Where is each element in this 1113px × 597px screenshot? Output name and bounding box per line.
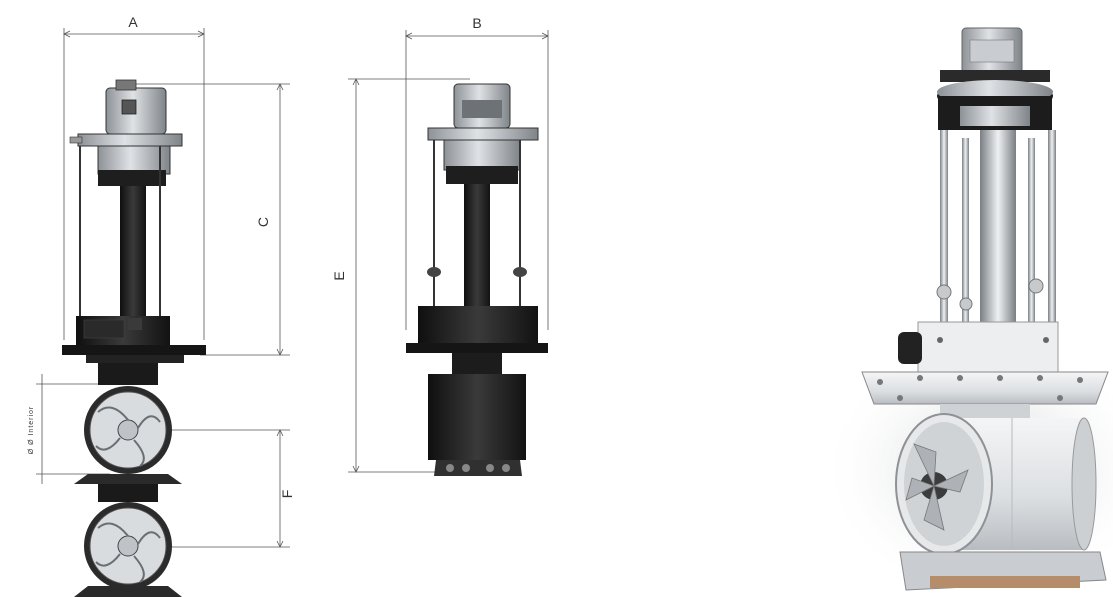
drive-shaft-side (427, 140, 527, 308)
dimension-f-label: F (279, 490, 295, 499)
dimension-e-label: E (331, 271, 347, 280)
dimension-interior-label: Ø Ø Interior (28, 406, 35, 455)
tunnel-propeller-lower (74, 484, 182, 597)
dimension-a (63, 28, 205, 340)
dimension-b (405, 30, 549, 330)
photo-tunnel (895, 413, 1097, 555)
photo-motor-head (937, 27, 1053, 130)
tunnel-propeller-upper (74, 363, 182, 484)
motor-head-side (427, 83, 539, 184)
drive-shaft (79, 146, 161, 320)
dimension-c-label: C (255, 217, 271, 227)
photo-feet (899, 551, 1107, 591)
mounting-flange (62, 316, 206, 363)
photo-motor-block (898, 321, 1059, 373)
tunnel-side (428, 374, 526, 476)
photo-rods (936, 130, 1056, 330)
photo-flange-plate (861, 371, 1109, 420)
mounting-flange-side (406, 306, 548, 375)
dimension-c (130, 83, 290, 356)
motor-head (69, 79, 183, 186)
dimension-b-label: B (472, 15, 481, 31)
side-view-drawing: B E (331, 15, 549, 476)
front-view-drawing: A C Ø Ø Interior F (28, 14, 295, 597)
product-photo (820, 27, 1113, 597)
dimension-a-label: A (128, 14, 138, 30)
dimension-e (348, 78, 470, 473)
